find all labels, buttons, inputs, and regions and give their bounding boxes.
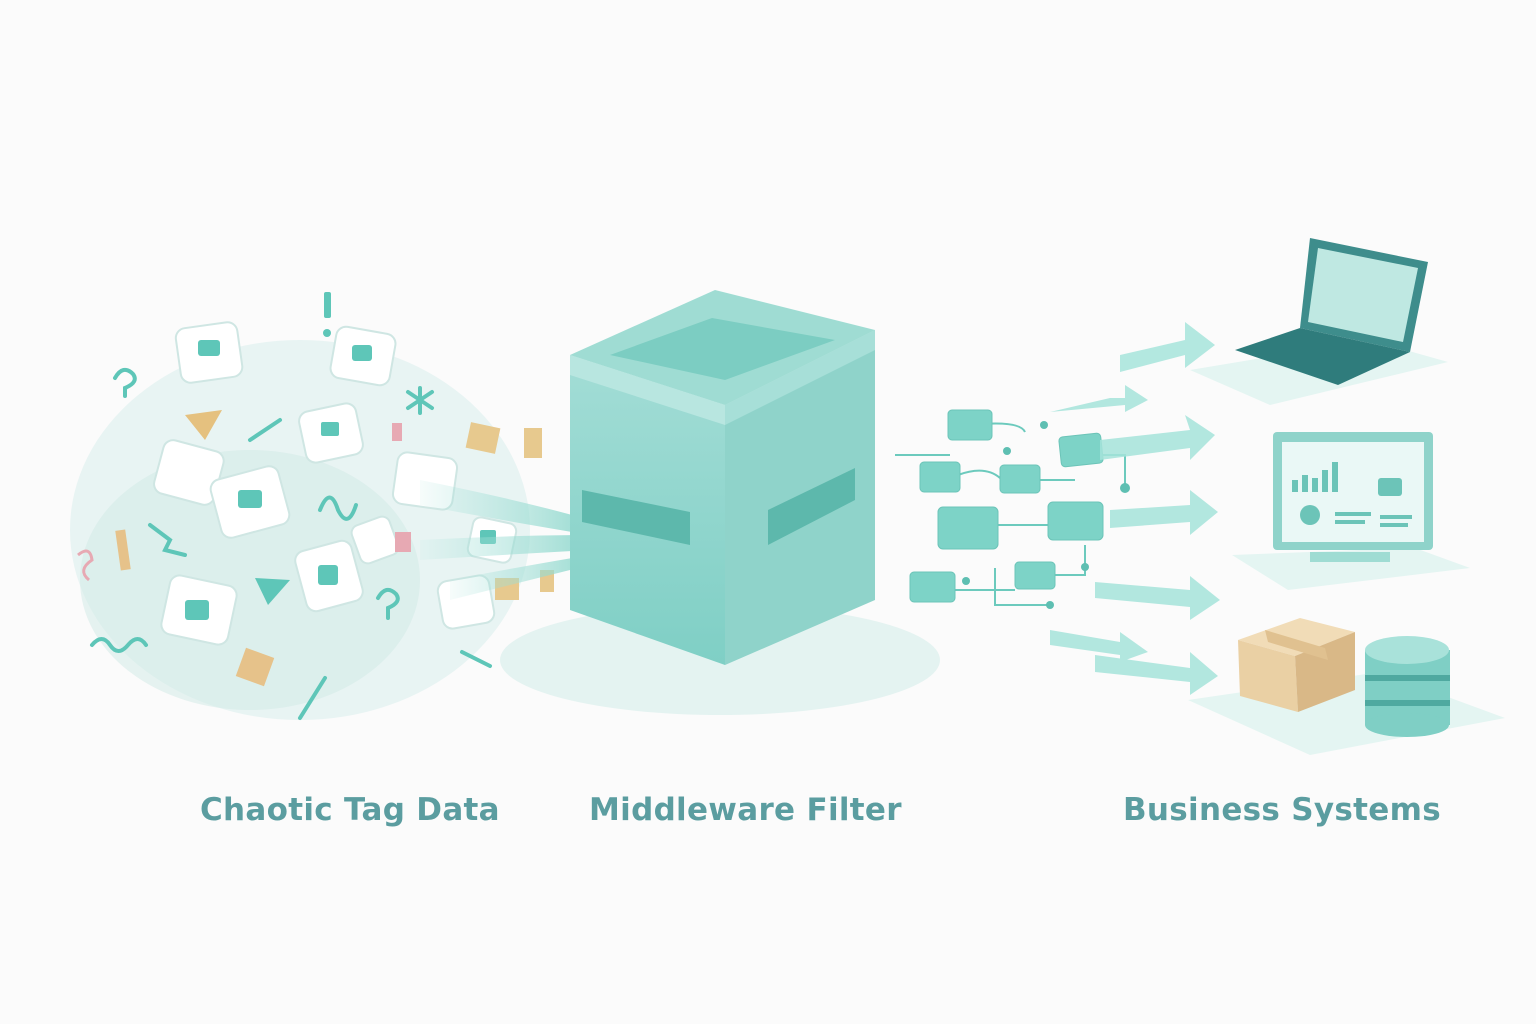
middleware-filter-box [500, 290, 940, 715]
data-packet [937, 506, 999, 550]
filtered-data-network [895, 322, 1220, 695]
data-packet [947, 409, 993, 441]
data-packet [919, 461, 961, 493]
data-packet [909, 571, 956, 603]
chaotic-tag-cloud [70, 292, 554, 720]
dashboard-monitor-icon [1232, 432, 1470, 590]
scattered-symbols [90, 367, 492, 720]
data-packet [1058, 432, 1104, 468]
laptop-icon [1190, 238, 1448, 405]
data-packet [1047, 501, 1104, 541]
input-flow-streams [420, 480, 590, 600]
data-packet [999, 464, 1041, 494]
package-box-icon [1238, 618, 1355, 712]
database-icon [1365, 636, 1450, 737]
stage-label-chaotic-tag-data: Chaotic Tag Data [200, 792, 500, 828]
output-arrows [1050, 322, 1220, 695]
stage-label-middleware-filter: Middleware Filter [589, 792, 902, 828]
tag-glyphs [185, 292, 496, 620]
stage-label-business-systems: Business Systems [1123, 792, 1441, 828]
data-packet [1014, 561, 1056, 590]
